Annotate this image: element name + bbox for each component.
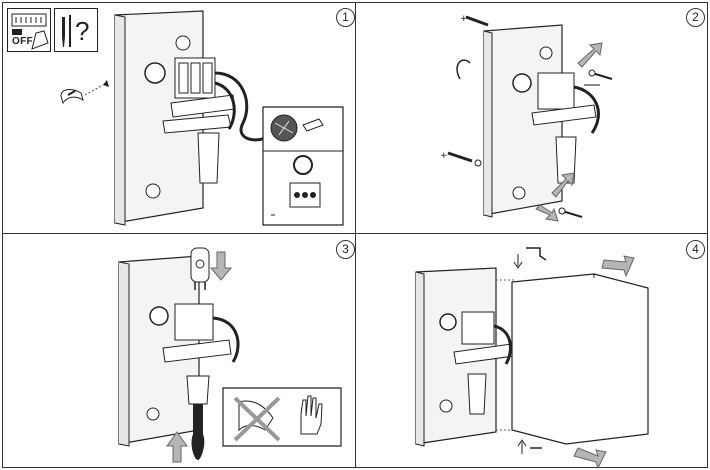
terminal-block bbox=[537, 72, 575, 110]
arrow-icon bbox=[166, 431, 188, 463]
cable-clip-icon bbox=[60, 89, 84, 105]
glove-icon bbox=[300, 395, 323, 435]
screw-icon bbox=[588, 69, 613, 80]
arrow-icon bbox=[535, 172, 575, 222]
step-1-number: 1 bbox=[336, 8, 355, 27]
lamp-shade-icon bbox=[511, 273, 649, 445]
wall-plug-icon: + bbox=[440, 151, 482, 167]
terminal-block bbox=[174, 303, 214, 341]
terminal-block bbox=[461, 311, 495, 345]
wall-plug-icon: + bbox=[460, 14, 489, 27]
screw-icon bbox=[558, 207, 583, 218]
step-2-number: 2 bbox=[686, 8, 705, 27]
svg-text:+: + bbox=[440, 151, 448, 161]
step-4-illustration bbox=[415, 247, 649, 470]
screw-icon bbox=[517, 439, 542, 454]
step-1-illustration bbox=[60, 10, 344, 226]
no-bare-hand-icon bbox=[233, 396, 281, 442]
svg-text:+: + bbox=[460, 14, 468, 24]
arrow-icon bbox=[209, 251, 233, 281]
breaker-switch-off-icon: OFF bbox=[7, 8, 51, 52]
g9-bulb-icon bbox=[190, 247, 210, 290]
step-1-panel: 1 OFF ? bbox=[2, 2, 356, 234]
screw-icon bbox=[513, 247, 547, 269]
step-2-illustration: + + bbox=[440, 14, 613, 222]
step-4-panel: 4 bbox=[355, 233, 708, 470]
step-3-number: 3 bbox=[336, 240, 355, 259]
step-3-illustration bbox=[118, 247, 342, 463]
terminal-block bbox=[174, 57, 216, 99]
step-4-number: 4 bbox=[686, 240, 705, 259]
arrow-icon bbox=[601, 255, 635, 278]
arrow-icon bbox=[577, 42, 603, 86]
step-2-panel: 2 + + bbox=[355, 2, 708, 234]
tools-question-icon: ? bbox=[54, 8, 98, 52]
step-3-panel: 3 bbox=[2, 233, 356, 468]
question-mark: ? bbox=[75, 16, 90, 46]
arrow-icon bbox=[573, 447, 607, 470]
off-label: OFF bbox=[12, 36, 33, 47]
